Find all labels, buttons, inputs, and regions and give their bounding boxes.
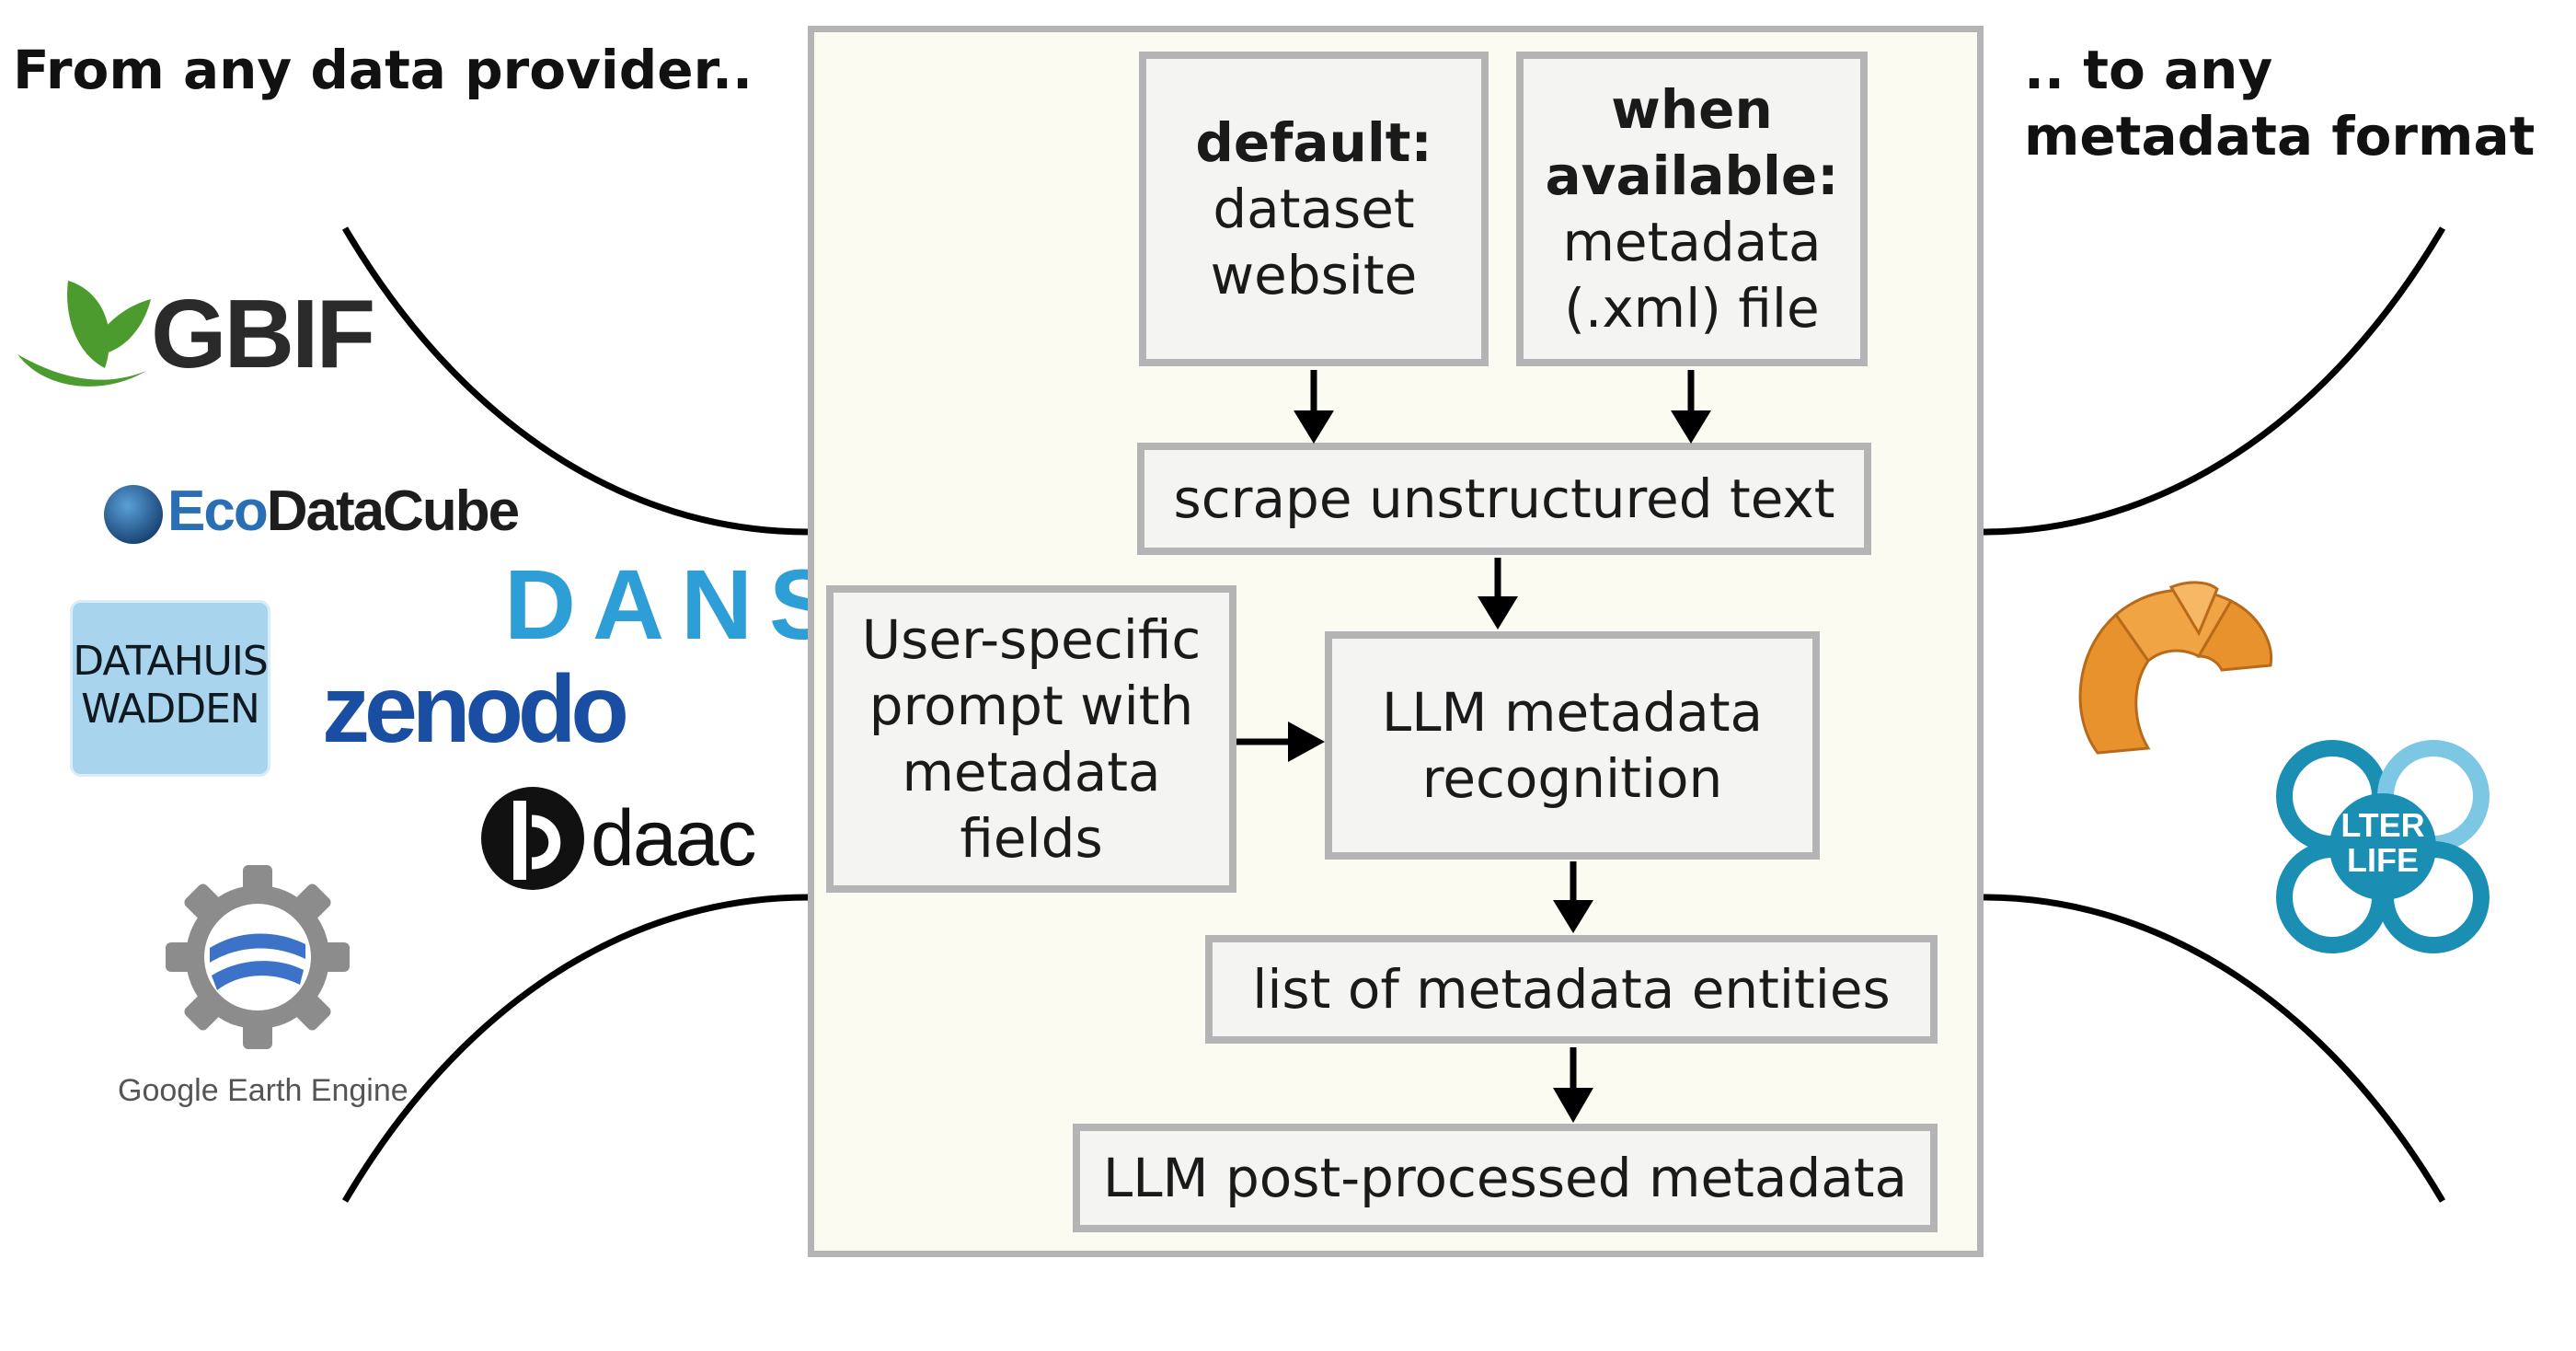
ecodatacube-wordmark: EcoDataCube bbox=[167, 479, 520, 544]
datahuis-line-1: DATAHUIS bbox=[73, 638, 269, 685]
daac-wordmark: daac bbox=[591, 794, 756, 883]
lter-line-1: LTER bbox=[2340, 806, 2425, 844]
arrow-icon bbox=[1553, 861, 1593, 933]
left-lower-curve bbox=[341, 894, 809, 1203]
llm-recognition-line-1: LLM metadata bbox=[1381, 681, 1764, 744]
postprocessed-box: LLM post-processed metadata bbox=[1073, 1124, 1938, 1232]
lter-life-logo: LTER LIFE bbox=[2263, 727, 2502, 966]
available-line-2: (.xml) file bbox=[1564, 277, 1820, 340]
ecodatacube-logo: EcoDataCube bbox=[101, 479, 520, 552]
prompt-line-3: metadata bbox=[902, 741, 1161, 803]
right-upper-curve bbox=[1983, 226, 2446, 536]
croissant-icon bbox=[2078, 581, 2273, 755]
available-source-box: when available: metadata (.xml) file bbox=[1516, 52, 1868, 366]
zenodo-logo: zenodo bbox=[322, 656, 629, 763]
llm-recognition-line-2: recognition bbox=[1421, 747, 1723, 810]
arrow-icon bbox=[1236, 722, 1325, 762]
datahuis-line-2: WADDEN bbox=[81, 686, 260, 733]
prompt-line-4: fields bbox=[960, 807, 1103, 870]
postprocessed-label: LLM post-processed metadata bbox=[1102, 1147, 1908, 1209]
arrow-icon bbox=[1294, 370, 1334, 444]
prompt-line-1: User-specific bbox=[861, 608, 1202, 671]
available-label-1: when bbox=[1611, 78, 1773, 141]
ornldaac-logo: daac bbox=[478, 784, 756, 895]
ecodatacube-globe-icon bbox=[104, 485, 163, 544]
eco-part: Eco bbox=[167, 479, 269, 543]
default-line-1: dataset bbox=[1213, 178, 1415, 240]
gbif-logo: GBIF bbox=[13, 262, 375, 400]
default-label: default: bbox=[1195, 111, 1432, 174]
google-earth-engine-logo: Google Earth Engine bbox=[110, 856, 414, 1123]
llm-recognition-box: LLM metadata recognition bbox=[1325, 631, 1820, 860]
arrow-icon bbox=[1478, 558, 1518, 629]
dans-wordmark: DANS bbox=[504, 554, 808, 646]
prompt-line-2: prompt with bbox=[868, 675, 1194, 737]
arrow-icon bbox=[1671, 370, 1711, 444]
gee-wordmark: Google Earth Engine bbox=[118, 1073, 408, 1108]
default-line-2: website bbox=[1210, 244, 1418, 306]
datahuis-wadden-logo: DATAHUIS WADDEN bbox=[70, 600, 270, 777]
scrape-label: scrape unstructured text bbox=[1173, 468, 1835, 530]
arrow-icon bbox=[1553, 1047, 1593, 1123]
gbif-leaf-icon bbox=[17, 281, 151, 387]
left-upper-curve bbox=[341, 226, 809, 536]
lter-life-icon bbox=[2276, 740, 2490, 953]
prompt-box: User-specific prompt with metadata field… bbox=[826, 585, 1236, 893]
left-heading: From any data provider.. bbox=[13, 39, 753, 101]
google-earth-engine-gear-icon bbox=[166, 865, 350, 1049]
datacube-part: DataCube bbox=[266, 479, 520, 543]
right-heading: .. to any metadata format bbox=[2024, 39, 2536, 167]
dans-logo: DANS bbox=[504, 554, 808, 646]
available-label-2: available: bbox=[1545, 144, 1839, 207]
scrape-box: scrape unstructured text bbox=[1137, 443, 1871, 555]
lter-line-2: LIFE bbox=[2347, 841, 2419, 879]
ornldaac-icon bbox=[481, 787, 584, 890]
zenodo-wordmark: zenodo bbox=[322, 656, 629, 763]
gbif-wordmark: GBIF bbox=[151, 280, 375, 388]
entities-box: list of metadata entities bbox=[1205, 935, 1938, 1044]
entities-label: list of metadata entities bbox=[1252, 958, 1891, 1021]
right-lower-curve bbox=[1983, 894, 2446, 1203]
available-line-1: metadata bbox=[1562, 211, 1822, 273]
default-source-box: default: dataset website bbox=[1139, 52, 1489, 366]
